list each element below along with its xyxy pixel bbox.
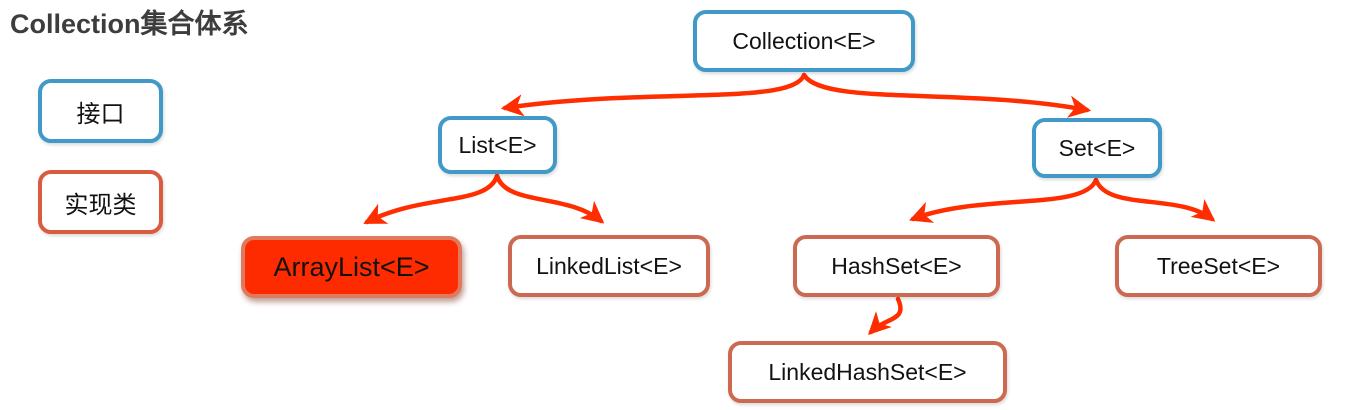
edge-list-to-linkedlist <box>494 173 605 224</box>
legend-interface-label: 接口 <box>76 100 125 128</box>
node-arraylist: ArrayList<E> <box>241 236 462 298</box>
edge-set-to-hashset <box>909 177 1099 223</box>
node-treeset-label: TreeSet<E> <box>1156 252 1281 279</box>
node-list: List<E> <box>438 116 557 174</box>
node-linkedlist: LinkedList<E> <box>508 235 710 297</box>
edge-collection-to-list <box>500 72 807 117</box>
edge-set-to-treeset <box>1093 177 1216 222</box>
edge-list-to-arraylist <box>363 173 500 225</box>
legend-interface-box: 接口 <box>38 79 163 143</box>
node-collection-label: Collection<E> <box>732 27 876 54</box>
node-hashset: HashSet<E> <box>793 235 1000 297</box>
node-linkedlist-label: LinkedList<E> <box>536 252 682 279</box>
node-linkedhashset: LinkedHashSet<E> <box>728 341 1007 403</box>
node-set-label: Set<E> <box>1058 134 1136 161</box>
edge-collection-to-set <box>801 72 1092 118</box>
node-list-label: List<E> <box>458 131 537 158</box>
edge-hashset-to-linkedhashset <box>868 296 903 335</box>
node-arraylist-label: ArrayList<E> <box>273 251 430 282</box>
page-title: Collection集合体系 <box>10 9 249 39</box>
node-treeset: TreeSet<E> <box>1115 235 1322 297</box>
node-hashset-label: HashSet<E> <box>831 252 962 279</box>
node-collection: Collection<E> <box>693 10 915 72</box>
node-linkedhashset-label: LinkedHashSet<E> <box>768 358 967 385</box>
legend-implementation-box: 实现类 <box>38 170 163 234</box>
node-set: Set<E> <box>1032 118 1162 178</box>
legend-implementation-label: 实现类 <box>64 191 137 219</box>
